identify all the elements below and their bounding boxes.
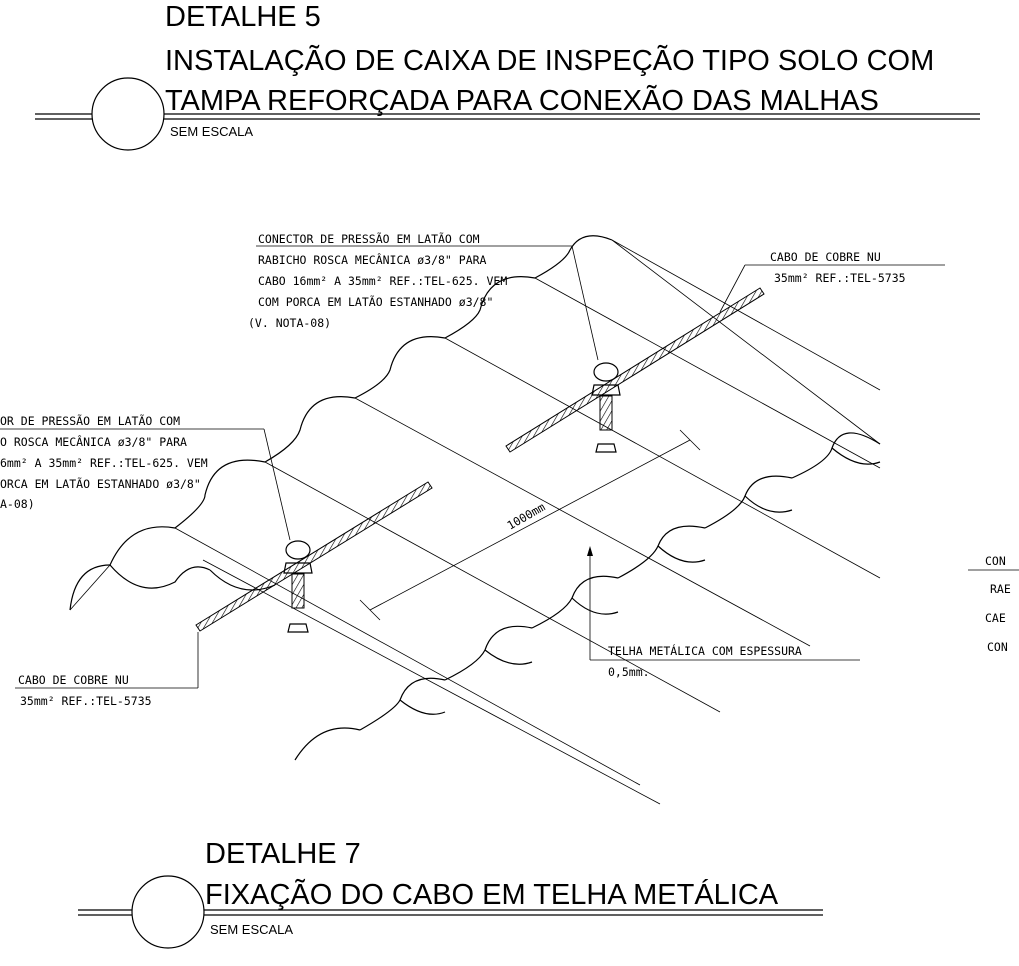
copper-cable-right: [505, 287, 765, 453]
spacing-dimension: 1000mm: [359, 429, 701, 621]
detail-5-header: DETALHE 5 INSTALAÇÃO DE CAIXA DE INSPEÇÃ…: [35, 1, 980, 151]
pressure-connector-right: [591, 362, 621, 453]
cut-off-line-3: CAE: [985, 611, 1006, 625]
callout-connector-left-line-4: ORCA EM LATÃO ESTANHADO ø3/8": [0, 476, 201, 491]
callout-cable-left-line-1: CABO DE COBRE NU: [18, 673, 129, 687]
callout-cable-right: CABO DE COBRE NU 35mm² REF.:TEL-5735: [719, 250, 945, 313]
callout-connector-left: OR DE PRESSÃO EM LATÃO COM O ROSCA MECÂN…: [0, 413, 291, 541]
detail-7-bubble: [131, 875, 205, 949]
detail-5-title-line-1: INSTALAÇÃO DE CAIXA DE INSPEÇÃO TIPO SOL…: [165, 43, 934, 77]
callout-connector-right-line-3: CABO 16mm² A 35mm² REF.:TEL-625. VEM: [258, 274, 507, 288]
callout-roof-sheet: TELHA METÁLICA COM ESPESSURA 0,5mm.: [587, 546, 860, 679]
callout-roof-sheet-line-1: TELHA METÁLICA COM ESPESSURA: [608, 643, 802, 658]
callout-connector-left-line-2: O ROSCA MECÂNICA ø3/8" PARA: [0, 434, 187, 449]
cut-off-callout: CON RAE CAE CON: [968, 554, 1019, 654]
copper-cable-left: [195, 481, 433, 632]
callout-connector-right-line-2: RABICHO ROSCA MECÂNICA ø3/8" PARA: [258, 252, 487, 267]
callout-cable-left: CABO DE COBRE NU 35mm² REF.:TEL-5735: [15, 632, 199, 708]
callout-connector-left-line-1: OR DE PRESSÃO EM LATÃO COM: [0, 413, 180, 428]
detail-7-number: DETALHE 7: [205, 838, 361, 870]
corrugated-roof: [69, 235, 881, 805]
cut-off-line-4: CON: [987, 640, 1008, 654]
callout-roof-sheet-line-2: 0,5mm.: [608, 665, 650, 679]
callout-cable-left-line-2: 35mm² REF.:TEL-5735: [20, 694, 152, 708]
callout-connector-right-line-1: CONECTOR DE PRESSÃO EM LATÃO COM: [258, 231, 480, 246]
detail-7-scale: SEM ESCALA: [210, 922, 293, 937]
callout-connector-right: CONECTOR DE PRESSÃO EM LATÃO COM RABICHO…: [248, 231, 599, 361]
callout-connector-right-line-4: COM PORCA EM LATÃO ESTANHADO ø3/8": [258, 294, 493, 309]
callout-connector-left-line-5: A-08): [0, 497, 35, 511]
detail-5-title-line-2: TAMPA REFORÇADA PARA CONEXÃO DAS MALHAS: [165, 83, 879, 117]
callout-connector-right-line-5: (V. NOTA-08): [248, 316, 331, 330]
callout-connector-left-line-3: 6mm² A 35mm² REF.:TEL-625. VEM: [0, 456, 208, 470]
detail-5-number: DETALHE 5: [165, 1, 321, 33]
callout-cable-right-line-2: 35mm² REF.:TEL-5735: [774, 271, 906, 285]
cut-off-line-1: CON: [985, 554, 1006, 568]
detail-5-scale: SEM ESCALA: [170, 124, 253, 139]
detail-7-title: FIXAÇÃO DO CABO EM TELHA METÁLICA: [205, 877, 779, 911]
detail-5-bubble: [91, 77, 165, 151]
spacing-dimension-label: 1000mm: [505, 500, 548, 533]
pressure-connector-left: [283, 540, 313, 633]
callout-cable-right-line-1: CABO DE COBRE NU: [770, 250, 881, 264]
detail-7-header: DETALHE 7 FIXAÇÃO DO CABO EM TELHA METÁL…: [78, 838, 823, 949]
cut-off-line-2: RAE: [990, 582, 1011, 596]
